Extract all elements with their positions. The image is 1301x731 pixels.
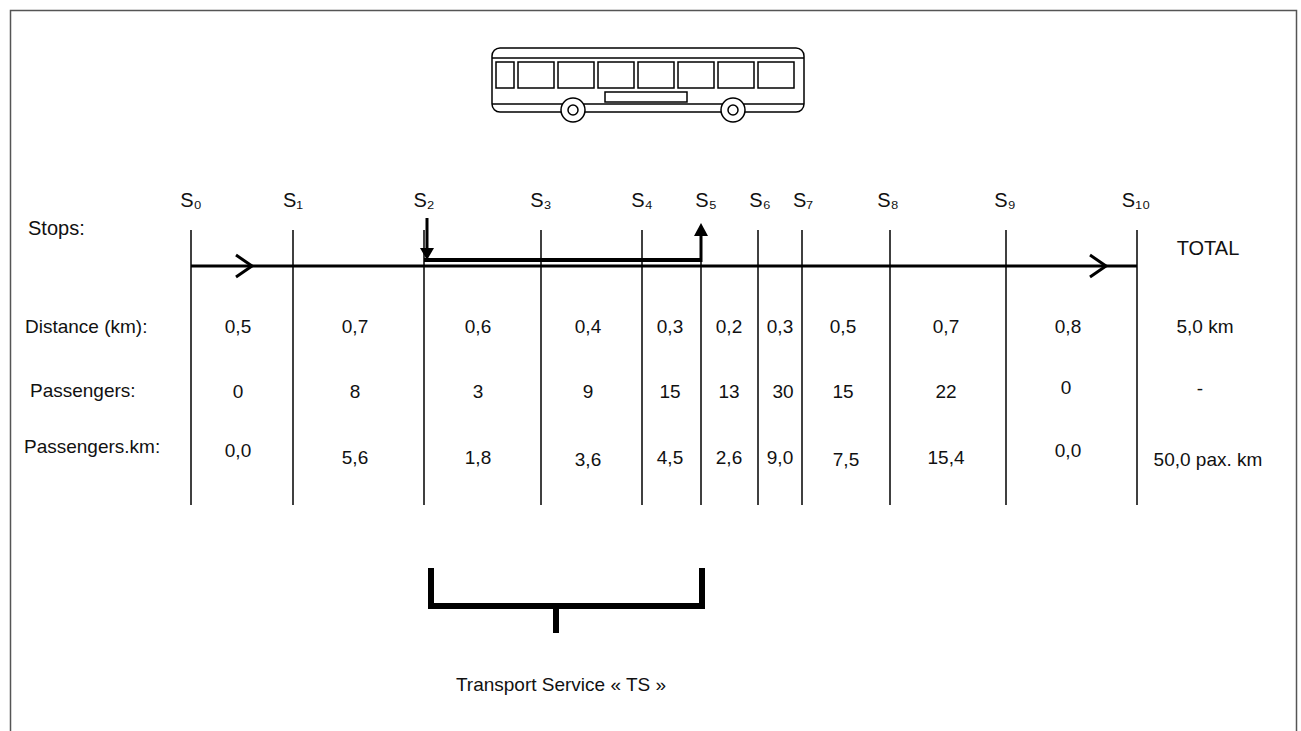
direction-arrow: [1090, 255, 1106, 277]
distance-value: 0,8: [1055, 317, 1081, 338]
stop-label: S₀: [180, 189, 202, 211]
service-bracket: [431, 568, 702, 606]
stop-label: S₂: [413, 189, 434, 211]
passenger-value: 9: [583, 382, 594, 403]
distance-value: 0,7: [342, 317, 368, 338]
distance-value: 0,3: [657, 317, 683, 338]
stop-label: S₅: [695, 189, 716, 211]
stop-label: S₆: [749, 189, 770, 211]
pax-km-value: 7,5: [833, 450, 859, 471]
row-heading: Passengers:: [30, 381, 136, 402]
boarding-arrow: [426, 218, 429, 250]
stop-label: S₃: [530, 189, 551, 211]
pax-km-value: 2,6: [716, 448, 742, 469]
total-value: 50,0 pax. km: [1154, 450, 1263, 471]
boarding-arrowhead: [420, 248, 434, 260]
distance-value: 0,5: [225, 317, 251, 338]
stop-label: S₈: [877, 189, 899, 211]
distance-value: 0,4: [575, 317, 601, 338]
passenger-value: 15: [659, 382, 680, 403]
stop-label: S₁: [283, 189, 303, 211]
row-heading: Distance (km):: [25, 317, 147, 338]
service-label: Transport Service « TS »: [456, 675, 666, 696]
distance-value: 0,7: [933, 317, 959, 338]
pax-km-value: 5,6: [342, 448, 368, 469]
passenger-value: 3: [473, 382, 484, 403]
stop-label: S₇: [793, 189, 813, 211]
stop-label: S₁₀: [1122, 189, 1150, 211]
pax-km-value: 4,5: [657, 448, 683, 469]
pax-km-value: 9,0: [767, 448, 793, 469]
passenger-value: 0: [233, 382, 244, 403]
passenger-value: 30: [772, 382, 793, 403]
alighting-arrow: [700, 234, 703, 262]
stop-label: S₄: [631, 189, 653, 211]
bus-illustration: [492, 48, 804, 122]
passenger-value: 15: [832, 382, 853, 403]
distance-value: 0,2: [716, 317, 742, 338]
pax-km-value: 1,8: [465, 448, 491, 469]
total-heading: TOTAL: [1177, 237, 1240, 259]
stop-label: S₉: [994, 189, 1015, 211]
passenger-value: 8: [350, 382, 361, 403]
direction-arrow: [236, 255, 252, 277]
alighting-arrowhead: [694, 223, 708, 236]
total-value: -: [1197, 379, 1203, 400]
pax-km-value: 15,4: [928, 448, 965, 469]
distance-value: 0,5: [830, 317, 856, 338]
row-heading: Stops:: [28, 217, 85, 239]
stop-lines: [191, 230, 1137, 505]
frame: [11, 11, 1297, 731]
passenger-value: 22: [935, 382, 956, 403]
pax-km-value: 0,0: [225, 441, 251, 462]
pax-km-value: 3,6: [575, 450, 601, 471]
distance-value: 0,6: [465, 317, 491, 338]
total-value: 5,0 km: [1176, 317, 1233, 338]
row-heading: Passengers.km:: [24, 437, 160, 458]
pax-km-value: 0,0: [1055, 441, 1081, 462]
service-bar: [424, 258, 701, 262]
route-line: [191, 265, 1137, 268]
passenger-value: 13: [718, 382, 739, 403]
service-bracket-tick: [553, 606, 559, 633]
passenger-value: 0: [1061, 378, 1072, 399]
distance-value: 0,3: [767, 317, 793, 338]
